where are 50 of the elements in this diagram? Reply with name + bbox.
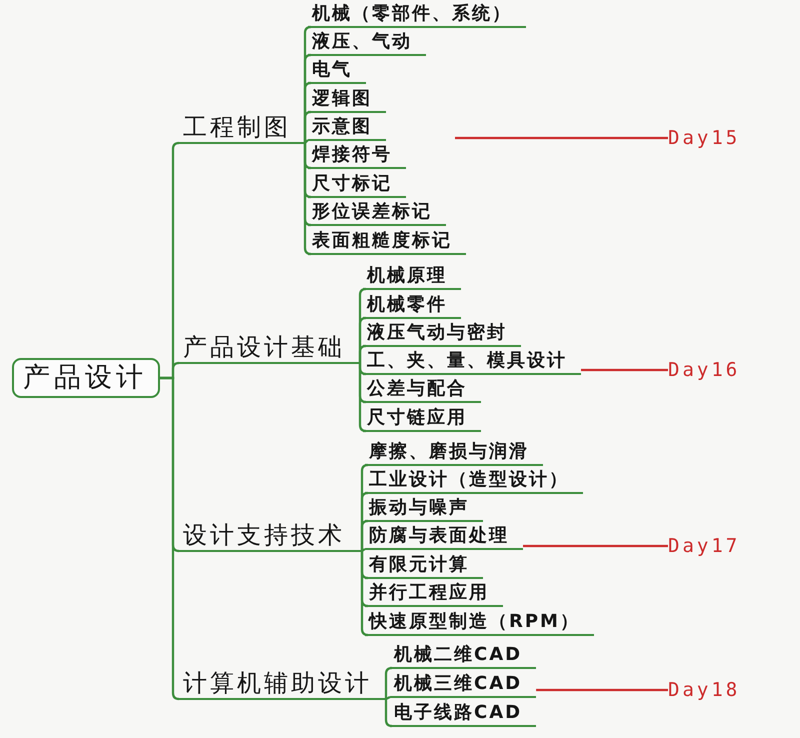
subtopic-label: 防腐与表面处理: [365, 524, 523, 550]
branch-connector: [358, 363, 368, 432]
subtopic-label: 机械三维CAD: [390, 672, 536, 698]
subtopic-label: 形位误差标记: [308, 200, 446, 226]
subtopic-label: 表面粗糙度标记: [308, 229, 466, 255]
subtopic-label: 机械（零部件、系统）: [308, 2, 526, 28]
day-label: Day18: [668, 678, 740, 702]
day-label: Day17: [668, 534, 740, 558]
leader-line: [455, 136, 668, 140]
subtopic-label: 尺寸链应用: [363, 406, 481, 432]
subtopic-label: 液压气动与密封: [363, 321, 521, 347]
subtopic-label: 焊接符号: [308, 143, 406, 169]
branch-connector: [304, 110, 312, 143]
subtopic-label: 示意图: [308, 115, 386, 141]
subtopic-label: 工业设计（造型设计）: [365, 468, 583, 494]
branch-connector: [386, 696, 390, 700]
subtopic-label: 有限元计算: [365, 553, 483, 579]
root-topic-box: 产品设计: [12, 358, 160, 398]
branch-topic: 产品设计基础: [179, 332, 360, 364]
subtopic-label: 振动与噪声: [365, 496, 483, 522]
subtopic-label: 电气: [308, 58, 366, 84]
branch-connector: [304, 139, 309, 144]
subtopic-label: 尺寸标记: [308, 172, 406, 198]
subtopic-label: 工、夹、量、模具设计: [363, 349, 581, 375]
subtopic-label: 机械零件: [363, 293, 461, 319]
branch-connector: [384, 699, 394, 728]
subtopic-label: 电子线路CAD: [390, 701, 536, 727]
leader-line: [523, 544, 668, 548]
day-label: Day16: [668, 358, 740, 382]
leader-line: [581, 368, 668, 372]
branch-topic: 工程制图: [179, 112, 305, 144]
subtopic-label: 液压、气动: [308, 30, 426, 56]
leader-line: [536, 688, 668, 692]
subtopic-label: 公差与配合: [363, 377, 481, 403]
branch-connector: [360, 520, 370, 551]
day-label: Day15: [668, 126, 740, 150]
subtopic-label: 机械原理: [363, 264, 461, 290]
subtopic-label: 快速原型制造（RPM）: [365, 610, 594, 636]
branch-topic: 计算机辅助设计: [179, 668, 386, 700]
subtopic-label: 机械二维CAD: [390, 643, 536, 669]
branch-connector: [360, 551, 370, 636]
branch-connector: [384, 666, 394, 699]
branch-connector: [304, 143, 312, 256]
branch-topic: 设计支持技术: [179, 520, 362, 552]
branch-connector: [358, 344, 368, 363]
branch-connector: [160, 376, 180, 700]
branch-connector: [361, 548, 366, 552]
subtopic-label: 并行工程应用: [365, 581, 503, 607]
subtopic-label: 摩擦、磨损与润滑: [365, 440, 543, 466]
subtopic-label: 逻辑图: [308, 87, 386, 113]
